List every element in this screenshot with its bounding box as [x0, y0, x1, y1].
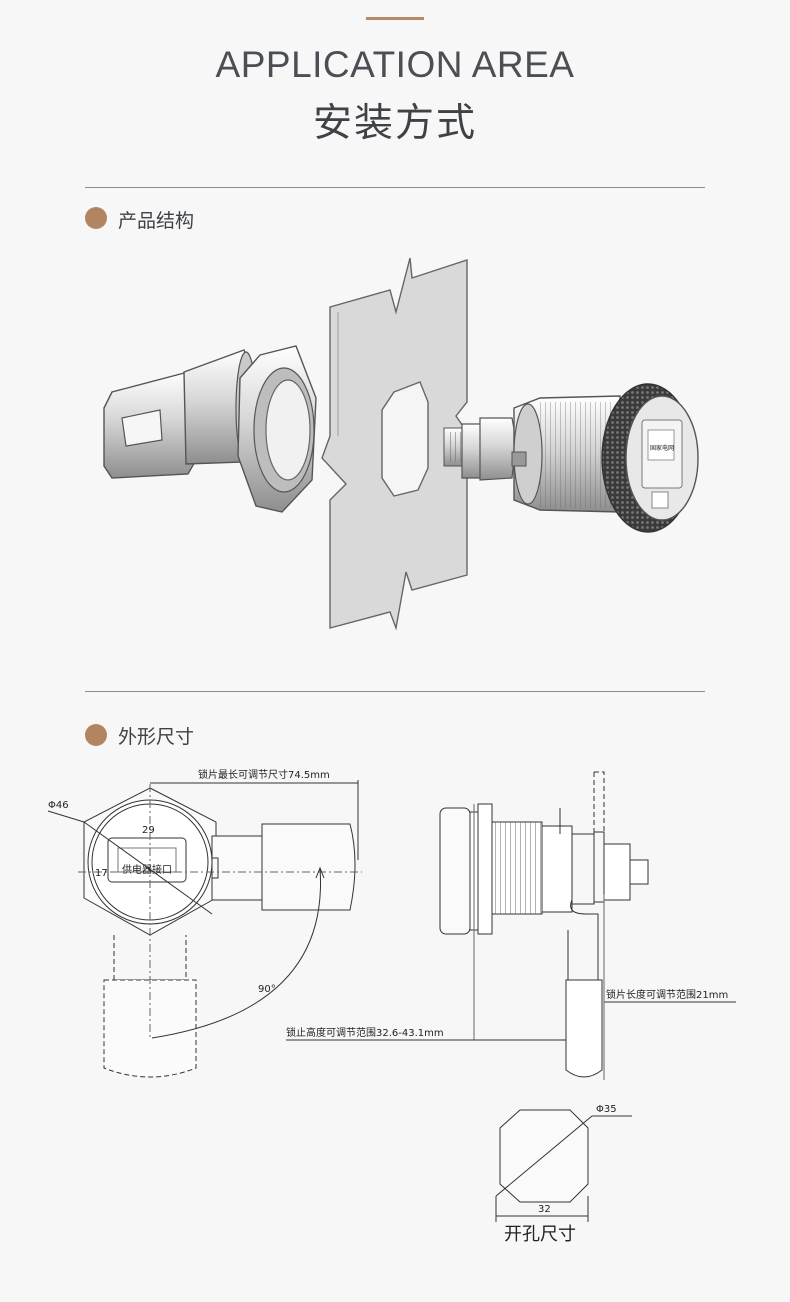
section-title-structure: 产品结构: [118, 210, 195, 232]
cutout-title: 开孔尺寸: [504, 1224, 576, 1245]
page-title-en: APPLICATION AREA: [215, 44, 575, 85]
interface-label: 供电器接口: [122, 863, 172, 876]
divider-2: [85, 691, 705, 692]
stud-bolt: [443, 417, 517, 481]
side-view: [286, 771, 736, 1080]
section-bullet-dimensions: [85, 724, 107, 746]
section-bullet-structure: [85, 207, 107, 229]
section-title-dimensions: 外形尺寸: [118, 726, 195, 748]
latch-plate: [103, 367, 201, 479]
cutout-width-label: 32: [538, 1204, 551, 1215]
front-view: [47, 780, 362, 1078]
dim-plate-length-label: 锁片长度可调节范围21mm: [606, 988, 728, 1001]
dim-max-length-label: 锁片最长可调节尺寸74.5mm: [198, 768, 330, 781]
dim-lock-height-label: 锁止高度可调节范围32.6-43.1mm: [286, 1026, 444, 1039]
module-logo-text: 国家电网: [650, 444, 674, 452]
hex-nut: [237, 345, 317, 513]
knurled-cap: 国家电网: [601, 383, 699, 533]
dim-width-label: 29: [142, 825, 155, 836]
mounting-panel: [321, 257, 468, 631]
cutout-diameter-label: Φ35: [596, 1104, 617, 1115]
page-title-zh: 安装方式: [312, 101, 477, 146]
dim-diameter-label: Φ46: [48, 800, 69, 811]
dim-height-label: 17: [95, 868, 108, 879]
cutout-view: [495, 1109, 632, 1222]
header-accent-bar: [366, 17, 424, 20]
angle-label: 90°: [258, 984, 276, 995]
divider-1: [85, 187, 705, 188]
